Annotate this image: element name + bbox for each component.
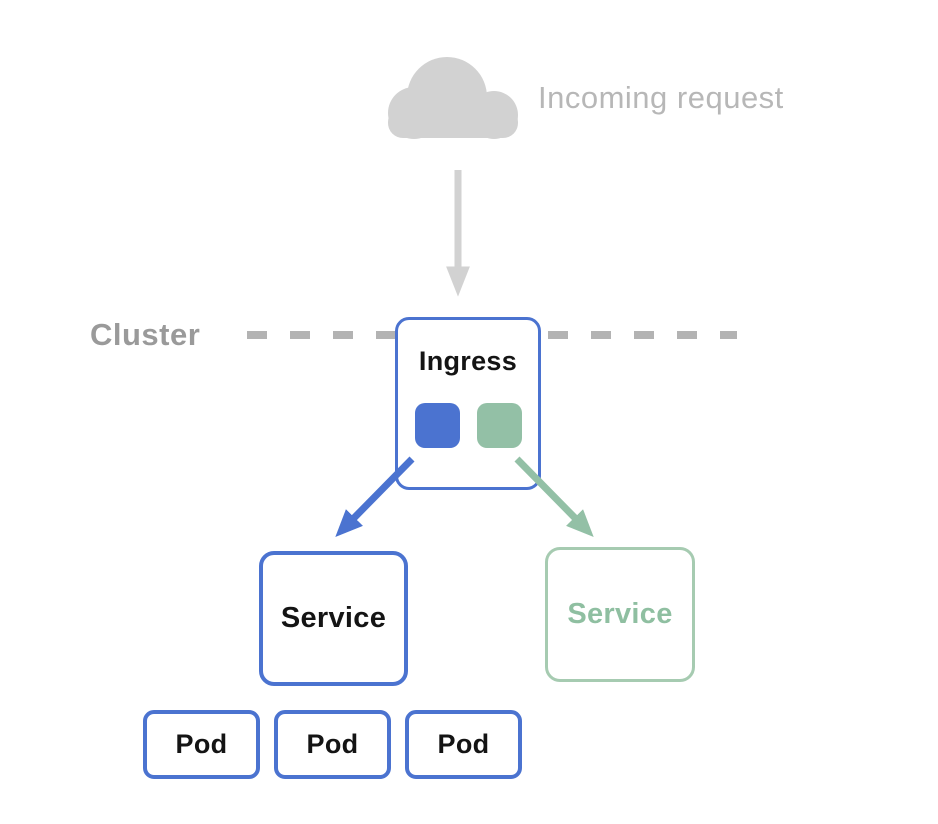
ingress-label: Ingress [418,346,518,376]
cloud-icon [388,57,518,139]
service-green-label: Service [567,598,673,630]
pod-box-3: Pod [405,710,522,779]
pod-label: Pod [306,729,359,759]
pod-label: Pod [175,729,228,759]
cluster-label: Cluster [90,317,201,352]
ingress-green-rule-chip [476,403,522,448]
ingress-blue-rule-chip [414,403,460,448]
service-box-blue: Service [259,551,408,686]
pod-box-1: Pod [143,710,260,779]
pod-label: Pod [437,729,490,759]
service-blue-label: Service [280,602,387,634]
pod-box-2: Pod [274,710,391,779]
service-box-green: Service [545,547,695,682]
ingress-rule-chips [414,403,522,448]
ingress-box: Ingress [395,317,541,490]
incoming-request-label: Incoming request [538,80,784,115]
